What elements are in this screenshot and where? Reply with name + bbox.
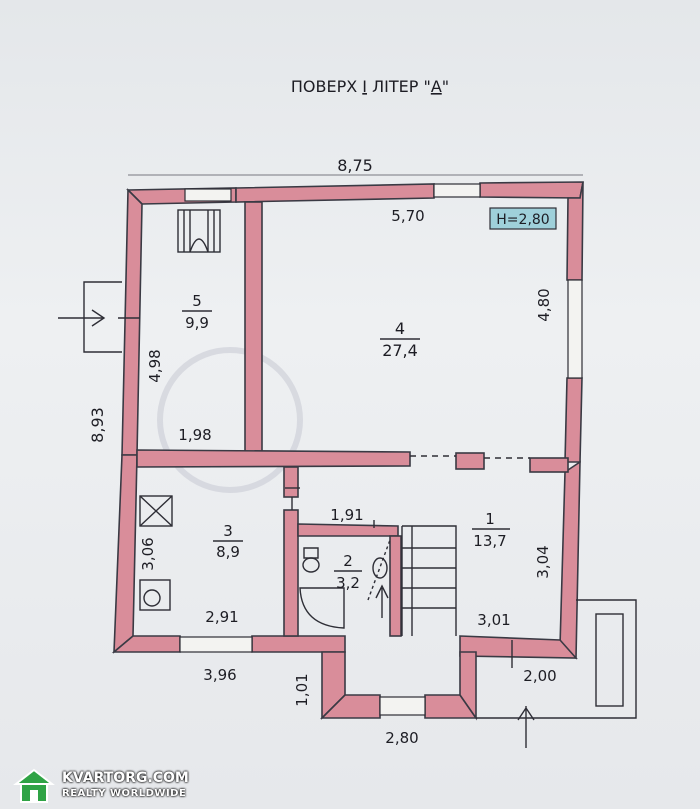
- svg-text:3: 3: [223, 522, 233, 540]
- watermark-title: KVARTORG.COM: [62, 770, 189, 786]
- room3-fixtures: [139, 495, 173, 611]
- room-label-5: 5 9,9: [182, 292, 212, 332]
- watermark-subtitle: REALTY WORLDWIDE: [62, 788, 187, 799]
- dim-room1-height: 3,04: [534, 545, 552, 578]
- svg-text:1: 1: [485, 510, 495, 528]
- dim-left-overall: 8,93: [88, 407, 107, 443]
- dim-terrace-width: 2,00: [523, 667, 556, 685]
- dim-room5-height: 4,98: [146, 349, 164, 382]
- height-badge: H=2,80: [489, 207, 557, 230]
- bathroom-fixtures: [299, 539, 391, 629]
- dim-top-overall: 8,75: [337, 156, 373, 175]
- dim-porch-depth: 1,01: [293, 673, 311, 706]
- svg-text:27,4: 27,4: [382, 341, 418, 360]
- outer-walls: [111, 181, 584, 721]
- room-label-2: 2 3,2: [334, 552, 362, 592]
- dim-room1-width: 3,01: [477, 611, 510, 629]
- dim-corridor-width: 1,91: [330, 506, 363, 524]
- svg-text:2: 2: [343, 552, 353, 570]
- svg-text:3,2: 3,2: [336, 574, 360, 592]
- svg-text:5: 5: [192, 292, 202, 310]
- room-label-4: 4 27,4: [380, 319, 420, 360]
- svg-text:H=2,80: H=2,80: [496, 212, 549, 228]
- svg-text:9,9: 9,9: [185, 314, 209, 332]
- windows: [179, 183, 583, 716]
- faded-stamp: [157, 347, 303, 493]
- dim-porch-width: 2,80: [385, 729, 418, 747]
- dim-room3-height: 3,06: [139, 537, 157, 570]
- svg-text:13,7: 13,7: [473, 532, 506, 550]
- svg-text:8,9: 8,9: [216, 543, 240, 561]
- side-entrance: [58, 281, 140, 353]
- room-label-3: 3 8,9: [213, 522, 243, 561]
- dim-room3-width: 2,91: [205, 608, 238, 626]
- dim-room5-width: 1,98: [178, 426, 211, 444]
- right-terrace: [476, 599, 637, 748]
- dim-right-room4: 4,80: [535, 288, 553, 321]
- svg-text:4: 4: [395, 319, 405, 338]
- room-label-1: 1 13,7: [472, 510, 510, 550]
- dim-bottom-left: 3,96: [203, 666, 236, 684]
- site-watermark: KVARTORG.COM REALTY WORLDWIDE: [8, 766, 198, 806]
- stairs-room5: [177, 209, 221, 253]
- dim-top-inner: 5,70: [391, 207, 424, 225]
- inner-walls: [136, 201, 569, 637]
- stairs-room1: [373, 520, 457, 636]
- plan-title: ПОВЕРХ I ЛІТЕР "А": [291, 77, 449, 96]
- house-logo-icon: [13, 768, 55, 803]
